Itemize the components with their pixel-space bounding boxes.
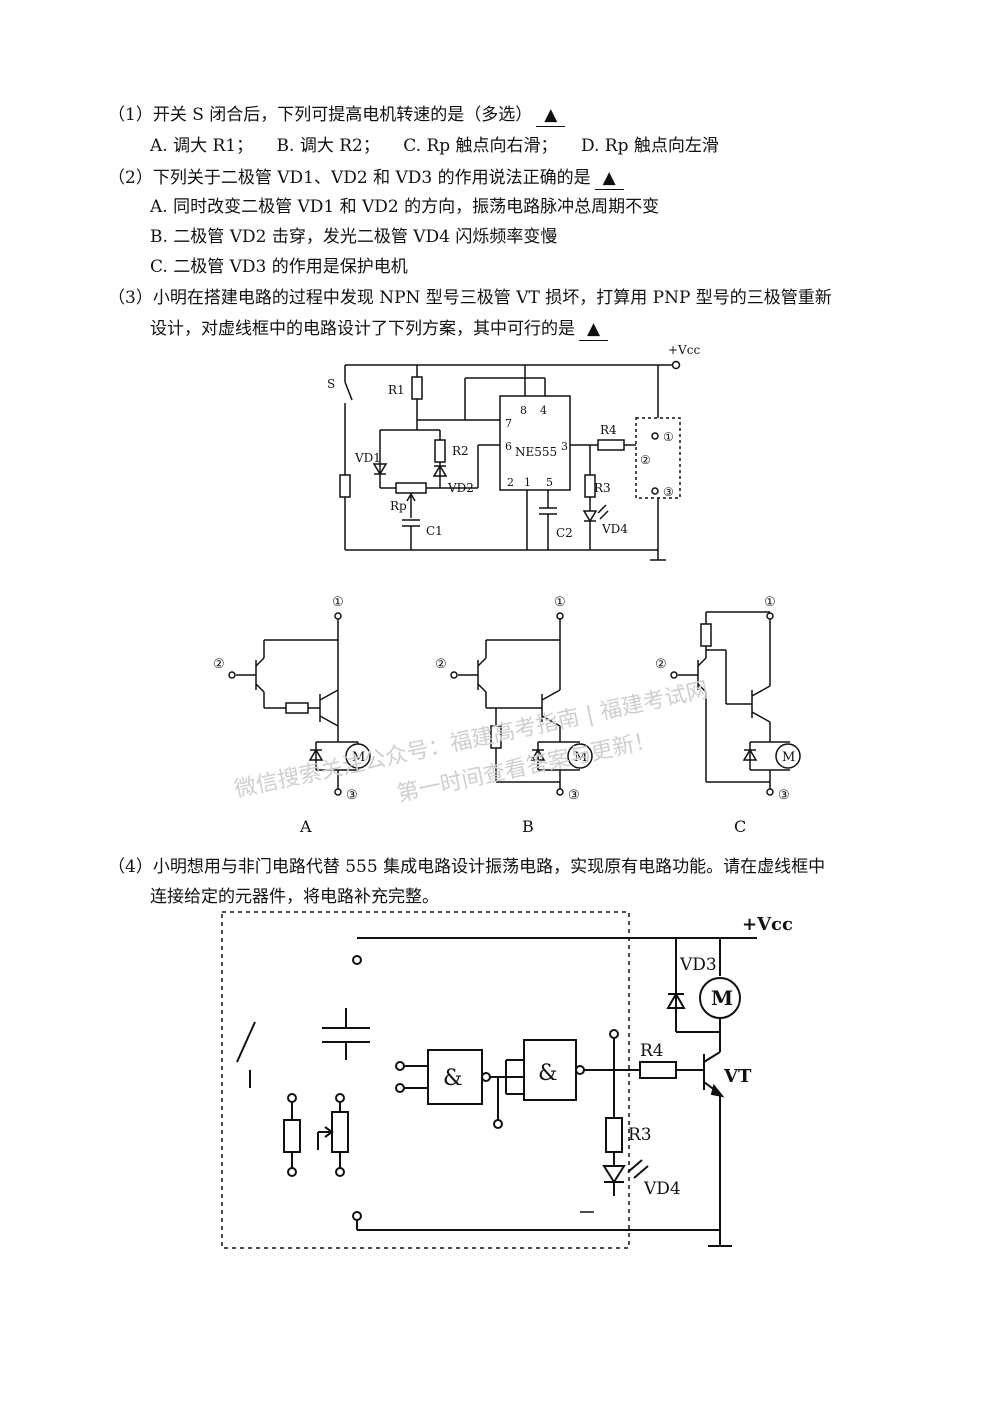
pin-5: 5 [546,476,553,489]
terminal-2: ② [640,453,651,467]
question-3-text: 设计，对虚线框中的电路设计了下列方案，其中可行的是 [150,319,575,339]
vcc-label-1: +Vcc [668,343,700,357]
question-1-text: （1）开关 S 闭合后，下列可提高电机转速的是（多选） [108,105,533,125]
watermark: 微信搜索关注公众号：福建高考指南 | 福建考试网 第一时间查看答案与更新！ [232,678,710,807]
option-circuit-b: ① ② M ③ B [435,595,593,836]
diode-vd3 [666,991,686,1009]
pin-2: 2 [507,476,514,489]
r1-label: R1 [388,383,405,397]
c-terminal-2: ② [655,657,667,672]
pin-3: 3 [561,440,568,453]
answer-blank-2: ▲ [594,167,624,190]
pin-4: 4 [540,404,547,417]
c-motor: M [782,750,795,765]
option-1b: B. 调大 R2； [276,136,380,156]
r3-label-2: R3 [628,1125,652,1145]
a-terminal-3: ③ [346,788,358,803]
option-2b: B. 二极管 VD2 击穿，发光二极管 VD4 闪烁频率变慢 [150,227,558,247]
resistor-left [339,474,351,498]
option-2a: A. 同时改变二极管 VD1 和 VD2 的方向，振荡电路脉冲总周期不变 [150,197,660,217]
label-b: B [522,817,534,836]
option-1d: D. Rp 触点向左滑 [580,136,719,156]
resistor-r3-2 [605,1117,623,1153]
c-terminal-3: ③ [778,788,790,803]
vcc-label-2: +Vcc [742,914,793,935]
ne555-chip [499,395,571,491]
resistor-r4-2 [639,1061,677,1079]
resistor-part [283,1119,301,1153]
question-4-line-2: 连接给定的元器件，将电路补充完整。 [150,887,439,907]
option-2c: C. 二极管 VD3 的作用是保护电机 [150,257,408,277]
circuit-nand: +Vcc VD3 M VT R4 & [221,911,793,1249]
rp-label: Rp [390,499,407,513]
r4-label-2: R4 [640,1041,664,1061]
pin-6: 6 [505,440,512,453]
r4-label-1: R4 [600,423,617,437]
vd4-label-1: VD4 [601,522,628,536]
vd3-label: VD3 [679,955,717,975]
label-c: C [734,817,746,836]
switch-s-label: S [327,377,335,391]
question-1-options: A. 调大 R1； B. 调大 R2； C. Rp 触点向右滑； D. Rp 触… [150,135,737,157]
b-terminal-2: ② [435,657,447,672]
vt-label: VT [723,1066,752,1087]
diode-vd1 [372,463,388,476]
a-terminal-1: ① [332,595,344,610]
b-terminal-3: ③ [568,788,580,803]
pin-8: 8 [520,404,527,417]
switch-part [236,1021,256,1063]
c1-label: C1 [426,524,443,538]
option-circuit-c: ① ② M ③ C [655,595,801,836]
led-vd4-2 [602,1165,626,1184]
led-vd4-1 [582,510,598,523]
b-terminal-1: ① [554,595,566,610]
dashed-box-2 [221,911,630,1249]
question-1: （1）开关 S 闭合后，下列可提高电机转速的是（多选）▲ [108,104,566,127]
c-terminal-1: ① [764,595,776,610]
diode-vd2 [432,464,448,477]
a-terminal-2: ② [213,657,225,672]
pin-7: 7 [505,417,512,430]
r3-label-1: R3 [594,481,611,495]
b-motor: M [574,750,587,765]
chip-label: NE555 [515,445,557,459]
resistor-r2 [434,439,446,463]
vd1-label: VD1 [354,451,381,465]
potentiometer-part [331,1111,349,1153]
vd4-label-2: VD4 [643,1179,681,1199]
potentiometer-rp [395,482,427,494]
question-3-line-2: 设计，对虚线框中的电路设计了下列方案，其中可行的是▲ [150,318,609,341]
option-1c: C. Rp 触点向右滑； [403,136,558,156]
label-a: A [299,817,312,836]
terminal-1: ① [663,430,674,444]
option-circuit-a: ① ② M ③ A [213,595,371,836]
answer-blank-3: ▲ [579,318,609,341]
gate-1-symbol: & [443,1066,463,1091]
question-4-line-1: （4）小明想用与非门电路代替 555 集成电路设计振荡电路，实现原有电路功能。请… [108,857,826,877]
option-1a: A. 调大 R1； [150,136,254,156]
r2-label: R2 [452,444,469,458]
answer-blank-1: ▲ [536,104,566,127]
question-3-line-1: （3）小明在搭建电路的过程中发现 NPN 型号三极管 VT 损坏，打算用 PNP… [108,288,832,308]
circuit-555: +Vcc S R1 R2 VD1 VD2 [327,343,700,561]
motor-label: M [711,986,733,1010]
resistor-r1 [411,376,423,400]
terminal-3: ③ [663,485,674,499]
c2-label: C2 [556,526,573,540]
a-motor: M [352,750,365,765]
pin-1: 1 [524,476,531,489]
gate-2-symbol: & [538,1061,558,1086]
question-2-text: （2）下列关于二极管 VD1、VD2 和 VD3 的作用说法正确的是 [108,168,591,188]
question-2: （2）下列关于二极管 VD1、VD2 和 VD3 的作用说法正确的是▲ [108,167,624,190]
resistor-r4-1 [597,439,625,451]
